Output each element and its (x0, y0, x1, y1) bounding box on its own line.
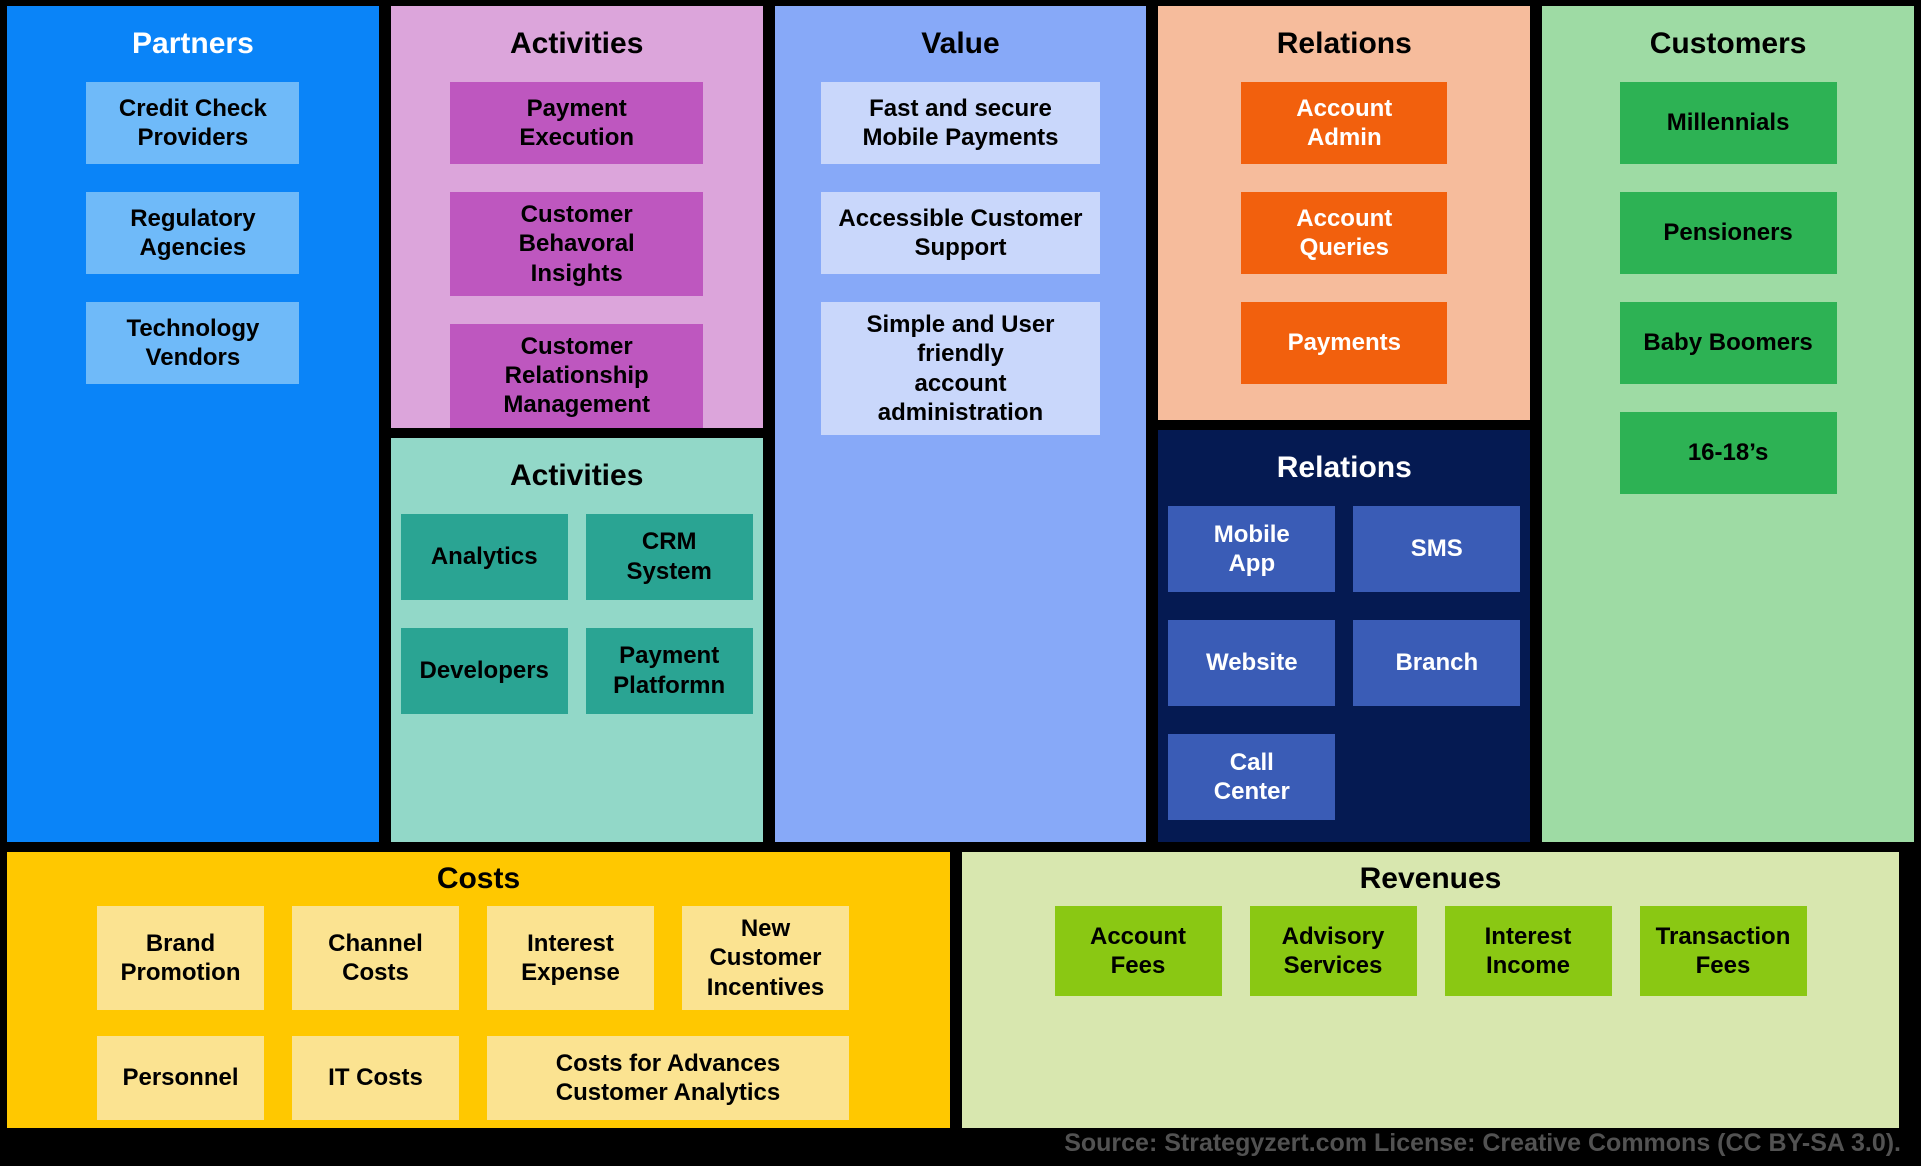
customers-cards: Millennials Pensioners Baby Boomers 16-1… (1542, 82, 1914, 494)
relations-item: Payments (1241, 302, 1448, 384)
channels-item: SMS (1353, 506, 1521, 592)
canvas-bottom-row: Costs Brand Promotion Channel Costs Inte… (7, 852, 1914, 1128)
key-activities-item: Payment Execution (450, 82, 704, 164)
partners-item: Technology Vendors (86, 302, 300, 384)
partners-title: Partners (132, 27, 254, 60)
relations-title: Relations (1276, 27, 1412, 60)
key-activities-title: Activities (510, 27, 644, 60)
costs-item: Interest Expense (487, 906, 654, 1010)
section-key-resources: Activities Analytics CRM System Develope… (390, 437, 763, 842)
channels-item: Website (1168, 620, 1336, 706)
channels-title: Relations (1276, 451, 1412, 484)
channels-cards: Mobile App SMS Website Branch Call Cente… (1158, 506, 1530, 820)
key-resources-title: Activities (510, 458, 644, 492)
customers-item: 16-18’s (1619, 412, 1837, 494)
section-customers: Customers Millennials Pensioners Baby Bo… (1542, 6, 1914, 842)
revenues-title: Revenues (1359, 862, 1502, 895)
section-relations: Relations Account Admin Account Queries … (1158, 6, 1531, 420)
channels-item: Call Center (1168, 734, 1336, 820)
channels-item: Mobile App (1168, 506, 1336, 592)
section-revenues: Revenues Account Fees Advisory Services … (962, 852, 1899, 1128)
partners-cards: Credit Check Providers Regulatory Agenci… (7, 82, 379, 384)
key-activities-item: Customer Relationship Management (450, 323, 704, 428)
canvas-top-row: Partners Credit Check Providers Regulato… (7, 6, 1914, 842)
revenues-item: Interest Income (1444, 906, 1612, 996)
revenues-cards: Account Fees Advisory Services Interest … (962, 906, 1899, 996)
costs-item: IT Costs (292, 1035, 459, 1120)
value-cards: Fast and secure Mobile Payments Accessib… (775, 82, 1147, 436)
column-value: Value Fast and secure Mobile Payments Ac… (774, 6, 1147, 842)
costs-item: Channel Costs (292, 906, 459, 1010)
costs-item: New Customer Incentives (682, 906, 849, 1010)
revenues-item: Advisory Services (1249, 906, 1417, 996)
source-attribution: Source: Strategyzert.com License: Creati… (1064, 1129, 1901, 1157)
costs-item: Costs for Advances Customer Analytics (487, 1035, 849, 1120)
column-partners: Partners Credit Check Providers Regulato… (7, 6, 379, 842)
key-resources-item: CRM System (585, 513, 753, 600)
revenues-item: Transaction Fees (1639, 906, 1807, 996)
value-item: Simple and User friendly account adminis… (820, 302, 1100, 436)
partners-item: Credit Check Providers (86, 82, 300, 164)
key-resources-item: Payment Platformn (585, 627, 753, 714)
relations-cards: Account Admin Account Queries Payments (1158, 82, 1530, 384)
key-activities-cards: Payment Execution Customer Behavoral Ins… (391, 82, 763, 428)
partners-item: Regulatory Agencies (86, 192, 300, 274)
key-resources-item: Developers (400, 627, 568, 714)
key-activities-item: Customer Behavoral Insights (450, 192, 704, 296)
channels-item: Branch (1353, 620, 1521, 706)
section-value: Value Fast and secure Mobile Payments Ac… (774, 6, 1147, 842)
key-resources-item: Analytics (400, 513, 568, 600)
costs-title: Costs (436, 862, 521, 895)
relations-item: Account Admin (1241, 82, 1448, 164)
section-key-activities: Activities Payment Execution Customer Be… (390, 6, 763, 428)
relations-item: Account Queries (1241, 192, 1448, 274)
value-item: Fast and secure Mobile Payments (820, 82, 1100, 164)
key-resources-cards: Analytics CRM System Developers Payment … (391, 513, 763, 714)
section-costs: Costs Brand Promotion Channel Costs Inte… (7, 852, 950, 1128)
revenues-item: Account Fees (1054, 906, 1222, 996)
column-relations: Relations Account Admin Account Queries … (1158, 6, 1531, 842)
value-item: Accessible Customer Support (820, 192, 1100, 274)
customers-item: Pensioners (1619, 192, 1837, 274)
column-activities: Activities Payment Execution Customer Be… (390, 6, 763, 842)
costs-item: Brand Promotion (97, 906, 264, 1010)
value-title: Value (921, 27, 1000, 60)
costs-cards: Brand Promotion Channel Costs Interest E… (7, 906, 950, 1120)
customers-item: Baby Boomers (1619, 302, 1837, 384)
costs-item: Personnel (97, 1035, 264, 1120)
section-partners: Partners Credit Check Providers Regulato… (7, 6, 379, 842)
customers-title: Customers (1649, 27, 1807, 60)
column-customers: Customers Millennials Pensioners Baby Bo… (1542, 6, 1914, 842)
section-channels: Relations Mobile App SMS Website Branch … (1158, 430, 1531, 842)
customers-item: Millennials (1619, 82, 1837, 164)
